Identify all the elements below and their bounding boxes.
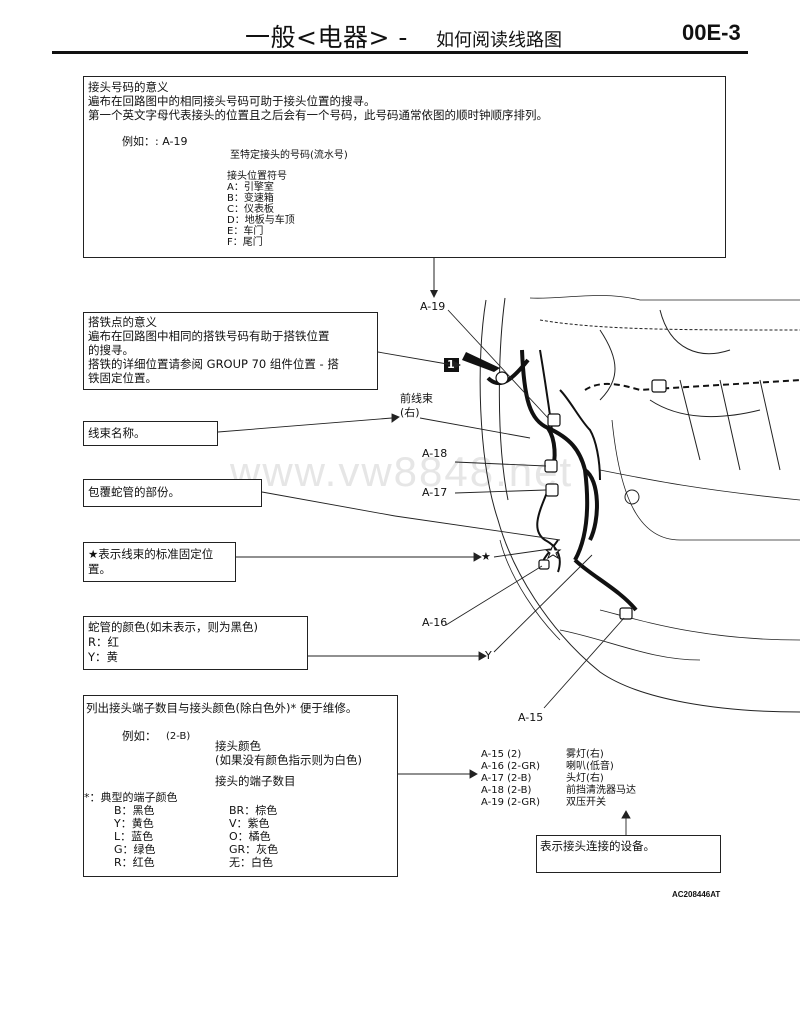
page-subtitle: 如何阅读线路图 [436,30,562,51]
page-title: 一般<电器> - [245,23,408,52]
terminal-example: 例如： [122,729,157,743]
device-list-connector-2: A-16 (2-GR) [481,761,540,772]
terminal-example-code: (2-B) [166,731,191,742]
ground-point-box: 搭铁点的意义 遍布在回路图中相同的搭铁号码有助于搭铁位置 的搜寻。 搭铁的详细位… [83,312,378,390]
connector-color-note: (如果没有颜色指示则为白色) [215,753,362,767]
device-list-device-4: 前挡清洗器马达 [566,785,636,796]
page-code: 00E-3 [682,20,741,45]
position-f: F：尾门 [227,237,263,248]
color-br: BR：棕色 [229,804,278,817]
position-a: A：引擎室 [227,182,274,193]
terminal-count-label: 接头的端子数目 [215,774,296,788]
connector-color-label: 接头颜色 [215,739,261,753]
color-l: L：蓝色 [114,830,154,843]
device-list-connector-5: A-19 (2-GR) [481,797,540,808]
label-a19: A-19 [420,300,446,313]
ground-marker-number: 1 [447,358,455,371]
tube-color-yellow: Y：黄 [88,650,119,664]
connector-box-line1: 遍布在回路图中的相同接头号码可助于接头位置的搜寻。 [88,94,376,108]
watermark: www.vw8848.net [230,448,574,495]
corrugated-tube-text: 包覆蛇管的部份。 [88,485,180,499]
device-list-device-1: 雾灯(右) [566,749,604,760]
harness-label-line1: 前线束 [400,392,433,405]
position-b: B：变速箱 [227,193,274,204]
ground-box-line5: 铁固定位置。 [88,371,157,385]
corrugated-tube-box: 包覆蛇管的部份。 [83,479,262,507]
connector-number-box: 接头号码的意义 遍布在回路图中的相同接头号码可助于接头位置的搜寻。 第一个英文字… [83,76,726,258]
harness-name-box: 线束名称。 [83,421,218,446]
terminal-box-title: 列出接头端子数目与接头颜色(除白色外)* 便于维修。 [86,701,358,715]
ground-box-line2: 遍布在回路图中相同的搭铁号码有助于搭铁位置 [88,329,330,343]
position-c: C：仪表板 [227,204,274,215]
device-box-text: 表示接头连接的设备。 [540,839,655,853]
connector-box-title: 接头号码的意义 [88,80,169,94]
typical-colors-title: *：典型的端子颜色 [84,791,178,804]
device-box: 表示接头连接的设备。 [536,835,721,873]
terminal-info-box: 列出接头端子数目与接头颜色(除白色外)* 便于维修。 例如： (2-B) 接头颜… [83,695,398,877]
serial-number-label: 至特定接头的号码(流水号) [230,150,348,161]
label-star: ★ [481,550,491,563]
color-v: V：紫色 [229,817,270,830]
star-box-line1: ★表示线束的标准固定位 [88,547,214,561]
tube-color-red: R：红 [88,635,119,649]
tube-color-box: 蛇管的颜色(如未表示，则为黑色) R：红 Y：黄 [83,616,308,670]
color-o: O：橘色 [229,830,271,843]
position-e: E：车门 [227,226,264,237]
harness-name-text: 线束名称。 [88,426,146,440]
label-a15: A-15 [518,711,544,724]
device-list-connector-4: A-18 (2-B) [481,785,532,796]
label-y: Y [485,649,492,662]
device-list-connector-1: A-15 (2) [481,749,522,760]
label-a17: A-17 [422,486,448,499]
star-fixing-box: ★表示线束的标准固定位 置。 [83,542,236,582]
color-y: Y：黄色 [114,817,154,830]
device-list-device-3: 头灯(右) [566,773,604,784]
device-list-device-5: 双压开关 [566,797,606,808]
connector-box-line2: 第一个英文字母代表接头的位置且之后会有一个号码，此号码通常依图的顺时钟顺序排列。 [88,108,548,122]
ground-box-line1: 搭铁点的意义 [88,315,157,329]
device-list-device-2: 喇叭(低音) [566,761,614,772]
position-symbol-label: 接头位置符号 [227,171,287,182]
tube-color-title: 蛇管的颜色(如未表示，则为黑色) [88,620,258,634]
ground-box-line4: 搭铁的详细位置请参阅 GROUP 70 组件位置 - 搭 [88,357,339,371]
color-r: R：红色 [114,856,155,869]
figure-id: AC208446AT [672,890,721,899]
color-b: B：黑色 [114,804,155,817]
color-g: G：绿色 [114,843,156,856]
device-list-connector-3: A-17 (2-B) [481,773,532,784]
ground-box-line3: 的搜寻。 [88,343,134,357]
color-gr: GR：灰色 [229,843,279,856]
harness-label-line2: (右) [400,406,420,419]
label-a18: A-18 [422,447,448,460]
header-rule [52,51,748,54]
label-a16: A-16 [422,616,448,629]
color-none: 无：白色 [229,856,273,869]
connector-example: 例如：: A-19 [122,135,188,148]
star-box-line2: 置。 [88,562,111,576]
position-d: D：地板与车顶 [227,215,295,226]
